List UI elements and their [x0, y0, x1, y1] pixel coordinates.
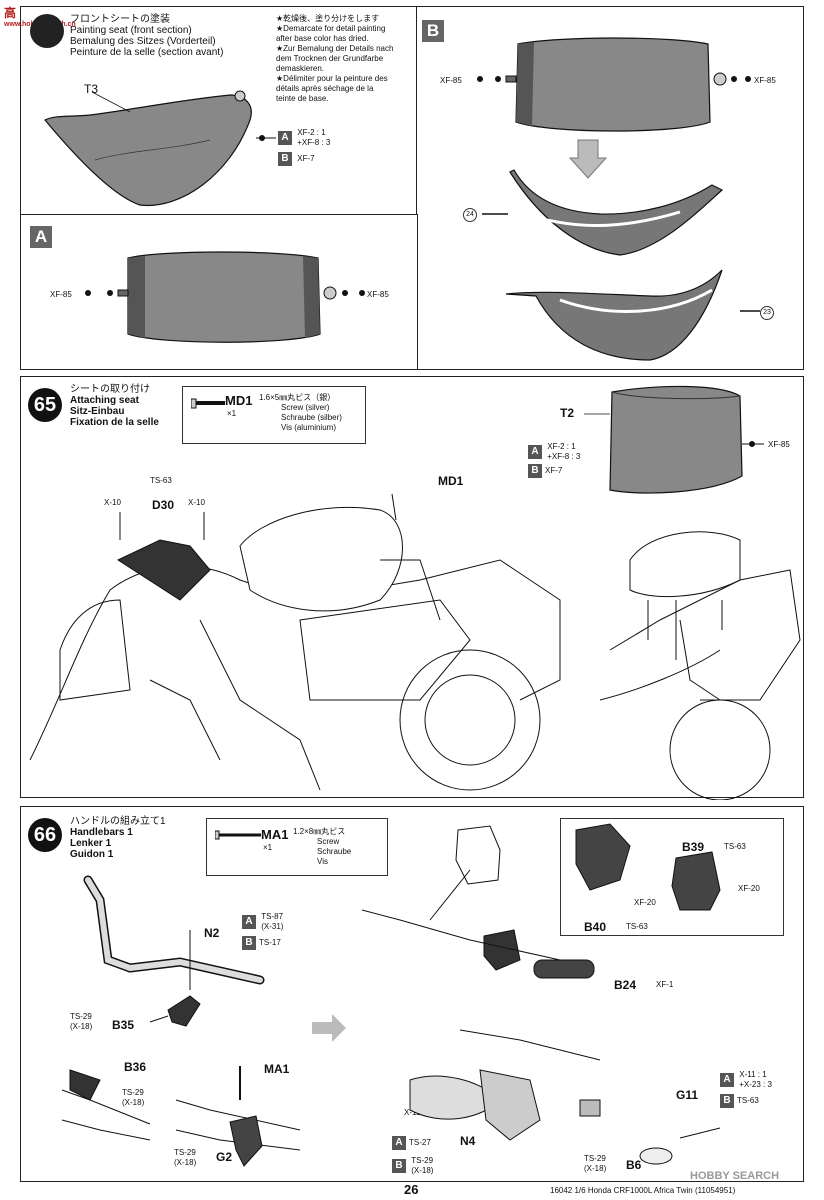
- motorcycle-left: [29, 506, 561, 791]
- detail-a-right-color: XF-85: [367, 290, 389, 299]
- screw-code: MA1: [261, 827, 289, 842]
- step65-screw-box: MD1 ×1 1.6×5㎜丸ビス（銀） Screw (silver) Schra…: [182, 386, 366, 444]
- x10-right: X-10: [188, 498, 205, 507]
- b6-label: B6: [626, 1158, 642, 1172]
- arrow-down-icon: [568, 139, 608, 179]
- page-number: 26: [404, 1182, 419, 1197]
- screw-qty: ×1: [227, 409, 237, 418]
- rear-seat-t2: [609, 385, 743, 494]
- title-en: Painting seat (front section): [70, 25, 192, 36]
- step64-note: ★乾燥後、塗り分けをします ★Demarcate for detail pain…: [276, 14, 394, 103]
- b24-color: XF-1: [656, 980, 674, 989]
- b40-label: B40: [584, 920, 607, 934]
- detail-b-tag: B: [422, 20, 444, 42]
- title-fr: Peinture de la selle (section avant): [70, 47, 224, 58]
- ref-23: 23: [760, 306, 774, 320]
- n4-color-b: B TS-29(X-18): [392, 1156, 433, 1176]
- n2-label: N2: [204, 926, 220, 940]
- b39-color: TS-63: [724, 842, 746, 851]
- detail-b-left-color: XF-85: [440, 76, 462, 85]
- t2-color-a: A XF-2 : 1+XF-8 : 3: [528, 442, 580, 462]
- md1-label: MD1: [438, 474, 464, 488]
- step66-screw-box: MA1 ×1 1.2×8㎜丸ビス Screw Schraube Vis: [206, 818, 388, 876]
- detail-a-left-color: XF-85: [50, 290, 72, 299]
- part-t2-label: T2: [560, 406, 575, 420]
- t2-right-color: XF-85: [768, 440, 790, 449]
- b40-color: TS-63: [626, 922, 648, 931]
- screw-qty: ×1: [263, 843, 273, 852]
- step66-title: ハンドルの組み立て1 Handlebars 1 Lenker 1 Guidon …: [70, 816, 166, 860]
- seat-side-1: [509, 169, 724, 256]
- n4-label: N4: [460, 1134, 476, 1148]
- motorcycle-right: [599, 531, 801, 800]
- b39-label: B39: [682, 840, 705, 854]
- part-t3-label: T3: [84, 82, 99, 96]
- seat-view-b: [515, 37, 711, 132]
- ma1-label: MA1: [264, 1062, 290, 1076]
- seat-side-2: [505, 269, 723, 361]
- b35-color: TS-29(X-18): [70, 1012, 93, 1031]
- screw-icon: [191, 398, 225, 409]
- arrow-right-icon: [312, 1014, 346, 1042]
- screw-desc: 1.2×8㎜丸ビス Screw Schraube Vis: [293, 827, 352, 866]
- g2-label: G2: [216, 1150, 233, 1164]
- screw-code: MD1: [225, 393, 253, 408]
- step64-title: フロントシートの塗装 Painting seat (front section)…: [70, 14, 223, 58]
- detail-a-tag: A: [30, 226, 52, 248]
- watermark-bottom: HOBBY SEARCH: [690, 1170, 780, 1182]
- x10-left: X-10: [104, 498, 121, 507]
- xf20-b: XF-20: [634, 898, 656, 907]
- b35-label: B35: [112, 1018, 135, 1032]
- g11-color-a: A X-11 : 1+X-23 : 3: [720, 1070, 772, 1090]
- screw-icon: [215, 830, 261, 840]
- step65-drawings: [29, 385, 801, 800]
- product-code: 16042 1/6 Honda CRF1000L Africa Twin (11…: [550, 1186, 736, 1195]
- step66-number: 66: [28, 818, 62, 852]
- step64-drawings: [44, 37, 760, 361]
- b36-label: B36: [124, 1060, 147, 1074]
- step64-number: [30, 14, 64, 48]
- step64-color-a: A XF-2 : 1 +XF-8 : 3: [278, 128, 330, 148]
- screw-desc: 1.6×5㎜丸ビス（銀） Screw (silver) Schraube (si…: [259, 393, 342, 432]
- ref-24: 24: [463, 208, 477, 222]
- detail-b-right-color: XF-85: [754, 76, 776, 85]
- title-jp: フロントシートの塗装: [70, 14, 170, 25]
- n2-color-a: A TS-87(X-31): [242, 912, 283, 932]
- step64-color-b: B XF-7: [278, 152, 315, 166]
- g2-color: TS-29(X-18): [174, 1148, 197, 1167]
- x11-label: X-11: [404, 1108, 421, 1117]
- d30-label: D30: [152, 498, 175, 512]
- ts63-label: TS-63: [150, 476, 172, 485]
- step65-title: シートの取り付け Attaching seat Sitz-Einbau Fixa…: [70, 384, 159, 428]
- xf20-a: XF-20: [738, 884, 760, 893]
- b6-color: TS-29(X-18): [584, 1154, 607, 1173]
- b24-label: B24: [614, 978, 637, 992]
- title-de: Bemalung des Sitzes (Vorderteil): [70, 36, 216, 47]
- g11-label: G11: [676, 1088, 699, 1102]
- b36-color: TS-29(X-18): [122, 1088, 145, 1107]
- step65-number: 65: [28, 388, 62, 422]
